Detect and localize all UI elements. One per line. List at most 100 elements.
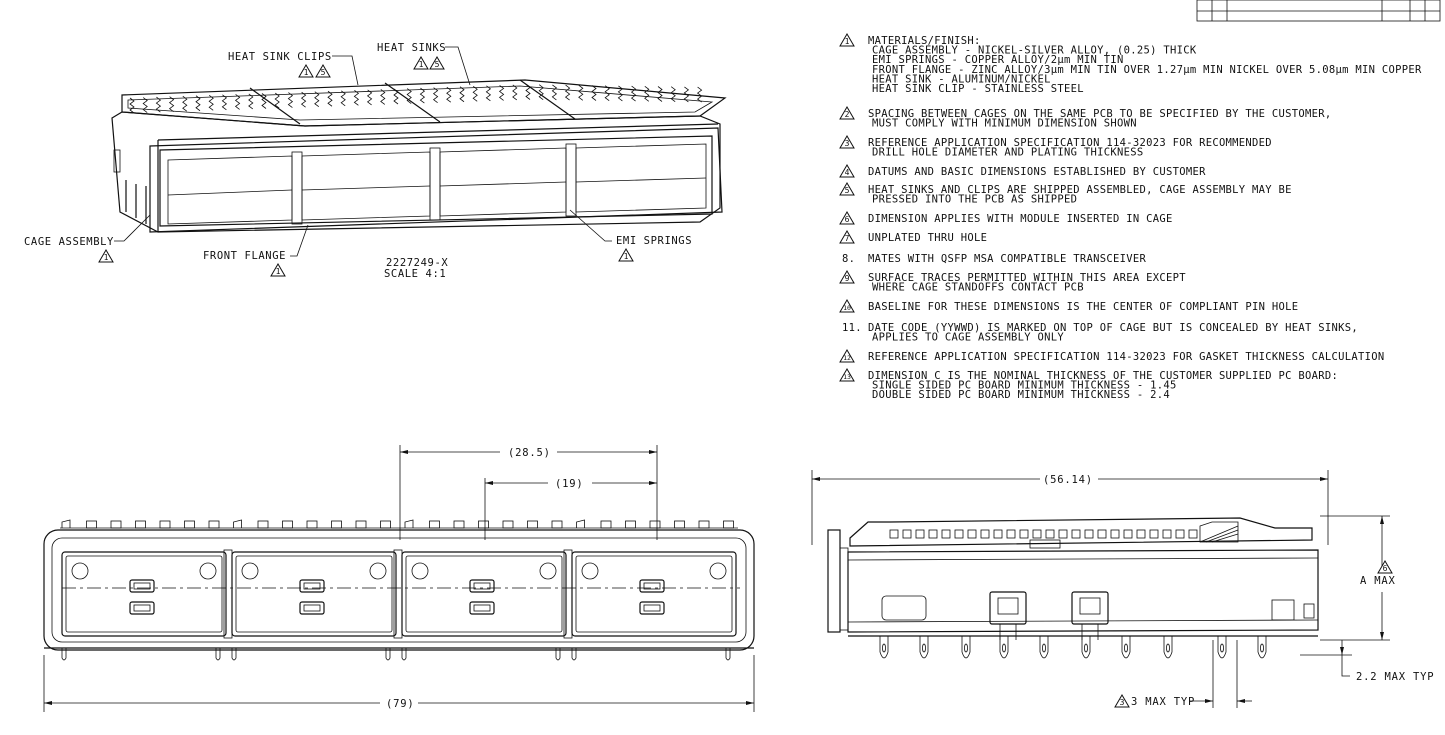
side-view-dims [811, 470, 1390, 708]
iso-leaders [114, 46, 612, 257]
side-pin-9 [1217, 636, 1227, 659]
side-view: (56.14) A MAX 2.2 MAX TYP 3 MAX TYP 63 [811, 470, 1434, 708]
note-4-marker: 4 [839, 164, 855, 178]
note-1-line: HEAT SINK CLIP - STAINLESS STEEL [872, 83, 1084, 95]
emi-springs-label: EMI SPRINGS [616, 235, 692, 247]
note-2-marker-number: 2 [845, 110, 850, 119]
port-3 [393, 549, 567, 639]
front-view-top-clips [60, 519, 738, 529]
height-ref-marker-number: 6 [1383, 564, 1388, 573]
front-flange-ref-number: 1 [276, 267, 281, 276]
front-pin-8 [725, 648, 731, 661]
heat-sink-fins [129, 84, 703, 114]
note-3-marker: 3 [839, 135, 855, 149]
note-13-marker-number: 13 [843, 373, 851, 381]
spring-tab-2 [1071, 591, 1109, 640]
note-11-line: DATE CODE (YYWWD) IS MARKED ON TOP OF CA… [868, 322, 1358, 334]
note-5-marker: 5 [839, 182, 855, 196]
note-6-marker: 6 [839, 211, 855, 225]
pitch-a-dimension: (28.5) [508, 447, 551, 459]
standoff-dimension: 2.2 MAX TYP [1356, 671, 1434, 683]
note-9-marker: 9 [839, 270, 855, 284]
side-pin-6 [1081, 636, 1091, 659]
pin-spacing-ref-marker: 3 [1114, 694, 1130, 708]
cage-body [111, 111, 723, 233]
note-2-line: MUST COMPLY WITH MINIMUM DIMENSION SHOWN [872, 118, 1137, 130]
note-10-marker-number: 10 [843, 304, 851, 312]
side-pin-1 [879, 636, 889, 659]
note-7-line: UNPLATED THRU HOLE [868, 232, 987, 244]
note-1-marker: 1 [839, 33, 855, 47]
note-12-line: REFERENCE APPLICATION SPECIFICATION 114-… [868, 351, 1384, 363]
front-pin-2 [215, 648, 221, 661]
note-6-line: DIMENSION APPLIES WITH MODULE INSERTED I… [868, 213, 1173, 225]
height-dimension: A MAX [1360, 575, 1396, 587]
pin-spacing-dimension: 3 MAX TYP [1131, 696, 1195, 708]
note-7-marker-number: 7 [845, 234, 850, 243]
front-flange-ref: 1 [270, 263, 286, 277]
note-3-line: REFERENCE APPLICATION SPECIFICATION 114-… [868, 137, 1272, 149]
note-11-line: APPLIES TO CAGE ASSEMBLY ONLY [872, 332, 1064, 344]
front-view-pins [61, 648, 731, 661]
note-13-line: DOUBLE SIDED PC BOARD MINIMUM THICKNESS … [872, 389, 1170, 401]
side-pin-8 [1163, 636, 1173, 659]
note-1-marker-number: 1 [845, 37, 850, 46]
side-pin-2 [919, 636, 929, 659]
note-11-marker: 11. [842, 322, 862, 334]
emi-springs-ref-number: 1 [624, 252, 629, 261]
length-dimension: (56.14) [1043, 474, 1093, 486]
front-view-dims [43, 445, 755, 712]
heat-sink-clips-ref-b-number: 5 [321, 68, 326, 77]
heat-sink-clips-label: HEAT SINK CLIPS [228, 51, 332, 63]
note-4-line: DATUMS AND BASIC DIMENSIONS ESTABLISHED … [868, 166, 1206, 178]
note-1-line: EMI SPRINGS - COPPER ALLOY/2μm MIN TIN [872, 54, 1124, 66]
cage-assembly-label: CAGE ASSEMBLY [24, 236, 114, 248]
heat-sinks-ref-b: 5 [429, 56, 445, 70]
note-2-marker: 2 [839, 106, 855, 120]
overall-width-dimension: (79) [386, 698, 415, 710]
note-5-line: PRESSED INTO THE PCB AS SHIPPED [872, 194, 1077, 206]
isometric-view: HEAT SINK CLIPS HEAT SINKS CAGE ASSEMBLY… [24, 42, 727, 280]
note-12-marker: 12 [839, 349, 855, 363]
note-8-line: MATES WITH QSFP MSA COMPATIBLE TRANSCEIV… [868, 253, 1146, 265]
note-9-line: SURFACE TRACES PERMITTED WITHIN THIS ARE… [868, 272, 1186, 284]
heat-sinks-ref-a-number: 1 [419, 60, 424, 69]
side-view-reference-markers: 63 [1114, 560, 1393, 708]
heat-sink-clips-ref-b: 5 [315, 64, 331, 78]
note-2-line: SPACING BETWEEN CAGES ON THE SAME PCB TO… [868, 108, 1332, 120]
heat-sinks-ref-a: 1 [413, 56, 429, 70]
pitch-b-dimension: (19) [555, 478, 584, 490]
height-ref-marker: 6 [1377, 560, 1393, 574]
part-number-label: 2227249-X [386, 257, 448, 269]
side-pin-3 [961, 636, 971, 659]
side-pin-5 [1039, 636, 1049, 659]
spring-tab-1 [989, 591, 1027, 640]
scale-label: SCALE 4:1 [384, 268, 446, 280]
note-9-line: WHERE CAGE STANDOFFS CONTACT PCB [872, 282, 1084, 294]
note-13-marker: 13 [839, 368, 855, 382]
front-pin-5 [401, 648, 407, 661]
front-flange-label: FRONT FLANGE [203, 250, 286, 262]
note-10-marker: 10 [839, 299, 855, 313]
note-1-line: FRONT FLANGE - ZINC ALLOY/3μm MIN TIN OV… [872, 64, 1422, 76]
heat-sinks-label: HEAT SINKS [377, 42, 446, 54]
front-pin-4 [385, 648, 391, 661]
heat-sinks-ref-b-number: 5 [435, 60, 440, 69]
cage-assembly-ref: 1 [98, 249, 114, 263]
note-8-marker: 8. [842, 253, 855, 265]
note-6-marker-number: 6 [845, 215, 850, 224]
side-view-heat-sink [889, 529, 1198, 549]
port-4 [563, 549, 737, 639]
front-pin-1 [61, 648, 67, 661]
note-3-marker-number: 3 [845, 139, 850, 148]
side-pin-4 [999, 636, 1009, 659]
front-pin-7 [571, 648, 577, 661]
note-1-line: HEAT SINK - ALUMINUM/NICKEL [872, 73, 1051, 85]
side-pin-10 [1257, 636, 1267, 659]
front-view-ports [61, 549, 737, 639]
note-1-line: CAGE ASSEMBLY - NICKEL-SILVER ALLOY, (0.… [872, 45, 1197, 57]
note-7-marker: 7 [839, 230, 855, 244]
port-2 [223, 549, 397, 639]
